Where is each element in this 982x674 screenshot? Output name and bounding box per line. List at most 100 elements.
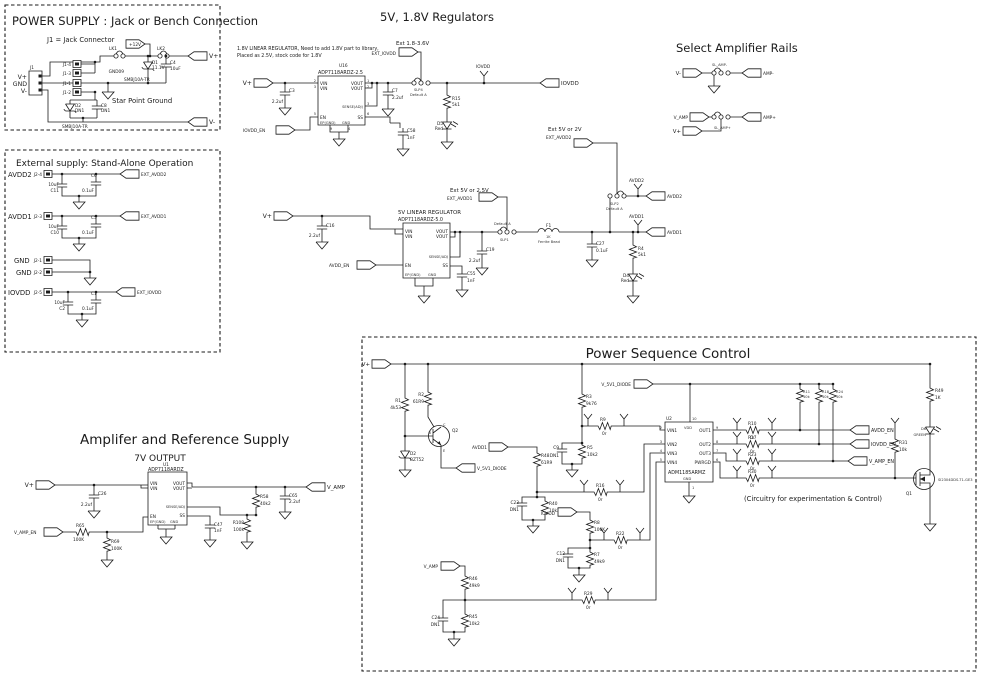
c6-cap-symbol [90, 177, 102, 190]
r31-ref: R31 [899, 440, 908, 446]
u2-part-number: ADM1185ARMZ [668, 470, 706, 476]
avdd1-in-port-label: AVDD1 [472, 445, 487, 451]
lk1-shunt [116, 51, 123, 54]
d1-value: 11.1V [152, 65, 165, 71]
f1-ref: F1 [546, 223, 551, 229]
testpoint-icon [619, 413, 629, 427]
slp4-label: SLP4 [414, 88, 423, 92]
d5-led-symbol [442, 119, 459, 133]
u1-pin-sense: SENSE/ADJ [166, 505, 185, 509]
r5-value: 10k2 [587, 452, 598, 458]
ext-iovdd-port-label: EXT_IOVDD [372, 51, 397, 57]
reg5-pin-vout2: VOUT [436, 234, 448, 240]
v5v1-diode-out-port-label: V_5V1_DIODE [477, 466, 507, 472]
ground-symbol [72, 239, 86, 252]
u16-pin-num: 2 [367, 85, 369, 89]
junction-dots [403, 362, 932, 634]
j1-pin3 [38, 88, 42, 92]
testpoint-icon [635, 527, 645, 541]
r24-value: 10k [836, 395, 844, 399]
q2-emitter-label: E [443, 449, 446, 453]
j1-4-label: J1-4 [62, 62, 72, 68]
sl-amp-minus-pin-b [718, 70, 724, 76]
iovdd-net-label: IOVDD [8, 289, 30, 297]
r10-resistor-symbol [743, 426, 762, 434]
u2-pin-vdd: VDD [684, 426, 692, 430]
amplifier-section-title: Amplifer and Reference Supply [80, 432, 289, 448]
r8-resistor-symbol [586, 517, 594, 536]
circuitry-note: (Circuitry for experimentation & Control… [744, 495, 882, 503]
r15-ref: R15 [452, 96, 461, 102]
iovdd-port-label: IOVDD [561, 81, 579, 87]
u16-pin-gnd: GND [342, 121, 350, 125]
j1-3-pinbox [72, 69, 82, 77]
r8-value: 100K [594, 527, 605, 533]
reg5-pin-sense: SENSE/ADJ [429, 255, 448, 259]
r65-resistor-symbol [73, 528, 92, 536]
c19-value: 2.2uf [469, 258, 481, 264]
amplifier-7v-output-label: 7V OUTPUT [134, 454, 186, 464]
reg5-wires [293, 143, 646, 292]
iovdd-en-port-shape [275, 125, 296, 135]
r49-resistor-symbol [926, 385, 934, 404]
testpoint-icon [603, 587, 613, 601]
r58-resistor-symbol [252, 491, 260, 510]
testpoint-icon [732, 448, 742, 462]
amplifier-reference-section: Amplifer and Reference Supply 7V OUTPUT … [14, 432, 346, 568]
avdd1-in-port-shape [488, 442, 509, 452]
u16-pin-num: 9 [330, 127, 333, 131]
u2-pin-vin3: VIN3 [667, 451, 677, 457]
j2-5-pinbox [43, 288, 53, 296]
amp-minus-port-label: AMP- [763, 71, 774, 77]
iovdd-en-port-label: IOVDD_EN [871, 442, 896, 448]
gnd09-net-label: GND09 [109, 69, 125, 75]
u1-pin-vout2: VOUT [173, 486, 185, 492]
r40-value: 10k2 [549, 508, 560, 514]
c3-ref: C3 [289, 88, 295, 94]
r40-ref: R40 [549, 501, 558, 507]
u16-pin-ss: SS [358, 115, 364, 121]
d2-ref: D2 [410, 451, 416, 457]
r11-ref: R11 [803, 390, 810, 394]
sl-amp-minus-pin-c [725, 70, 731, 76]
sl-amp-plus-label: SL_AMP+ [714, 126, 731, 130]
v-amp-en-port-shape [43, 527, 64, 537]
c7-ref: C7 [392, 88, 398, 94]
c27-value: 0.1uF [596, 248, 609, 254]
testpoint-icon [579, 479, 589, 493]
r1-ref: R1 [395, 398, 401, 404]
testpoint-icon [583, 413, 593, 427]
iovdd-en-port-shape [849, 439, 870, 449]
r11-value: 10k [803, 395, 811, 399]
c1-cap-symbol [90, 295, 102, 308]
j1-2-pinbox [72, 88, 82, 96]
ext-iovdd-port-shape [398, 47, 419, 57]
r9-ref: R9 [600, 417, 606, 423]
avdd2-port-label: AVDD2 [667, 194, 682, 200]
slp1-pin-b [504, 229, 510, 235]
c55-cap-symbol [456, 269, 468, 282]
vplus-port-shape [273, 211, 294, 221]
r3-value: 9k76 [586, 401, 597, 407]
reg5-pin-vin1: VIN [405, 229, 412, 235]
lk2-label: LK2 [157, 46, 165, 52]
r58-ref: R58 [260, 494, 269, 500]
r30-value: 0r [750, 483, 755, 489]
lk1-pin-b [120, 53, 126, 59]
u16-pin-num: 1 [367, 79, 369, 83]
r69-resistor-symbol [103, 535, 111, 554]
ext-avdd1-port-shape [478, 192, 499, 202]
iovdd-port-shape [539, 78, 560, 88]
external-supply-section: External supply: Stand-Alone Operation A… [5, 150, 220, 352]
r30-resistor-symbol [743, 474, 762, 482]
ground-symbol [923, 519, 937, 532]
r9-resistor-symbol [595, 422, 614, 430]
d2-value: DN1 [75, 108, 85, 114]
slp1-label: SLP1 [500, 238, 509, 242]
slp1-pin-c [511, 229, 517, 235]
vplus-port-label: V+ [263, 213, 272, 220]
slp4-pin-b [418, 80, 424, 86]
j1-vminus-label: V- [21, 88, 27, 95]
r45-resistor-symbol [461, 611, 469, 630]
q2-base-label: B [429, 431, 432, 435]
